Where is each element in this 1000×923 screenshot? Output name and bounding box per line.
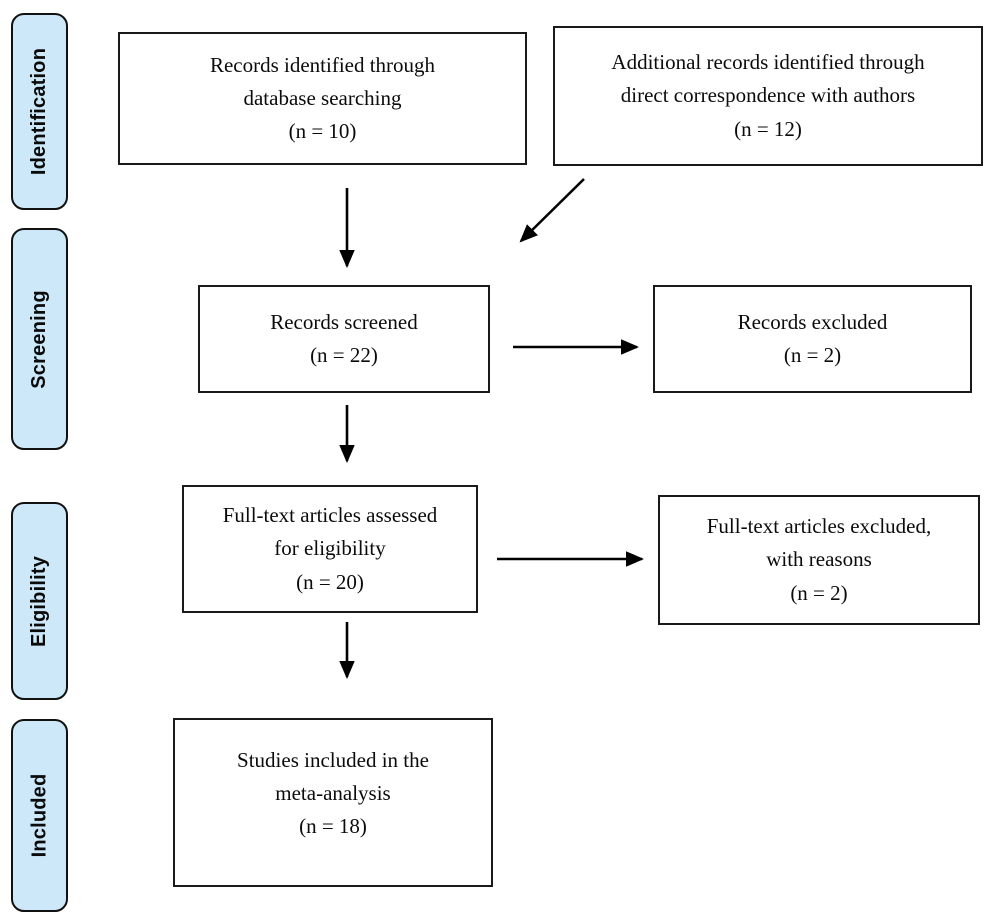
stage-label-eligibility: Eligibility (11, 502, 68, 700)
stage-label-screening: Screening (11, 228, 68, 450)
box-records-excluded: Records excluded (n = 2) (653, 285, 972, 393)
box-text: Full-text articles excluded, with reason… (706, 514, 932, 605)
stage-label-text: Included (28, 773, 51, 858)
stage-label-identification: Identification (11, 13, 68, 210)
stage-label-text: Identification (28, 47, 50, 176)
box-text: Records screened (n = 22) (270, 309, 418, 367)
box-records-screened: Records screened (n = 22) (198, 285, 490, 393)
box-text: Full-text articles assessed for eligibil… (222, 503, 438, 594)
box-fulltext-excluded: Full-text articles excluded, with reason… (658, 495, 980, 625)
box-text: Additional records identified through di… (611, 50, 925, 141)
arrow-additional-to-screened (519, 178, 585, 243)
box-text: Records excluded (n = 2) (737, 309, 888, 367)
box-records-identified: Records identified through database sear… (118, 32, 527, 165)
box-studies-included: Studies included in the meta-analysis (n… (173, 718, 493, 887)
stage-label-text: Eligibility (28, 555, 51, 647)
stage-label-included: Included (11, 719, 68, 912)
box-text: Records identified through database sear… (209, 52, 436, 144)
stage-label-text: Screening (28, 289, 50, 389)
box-text: Studies included in the meta-analysis (n… (237, 748, 429, 839)
box-additional-records: Additional records identified through di… (553, 26, 983, 166)
box-fulltext-assessed: Full-text articles assessed for eligibil… (182, 485, 478, 613)
